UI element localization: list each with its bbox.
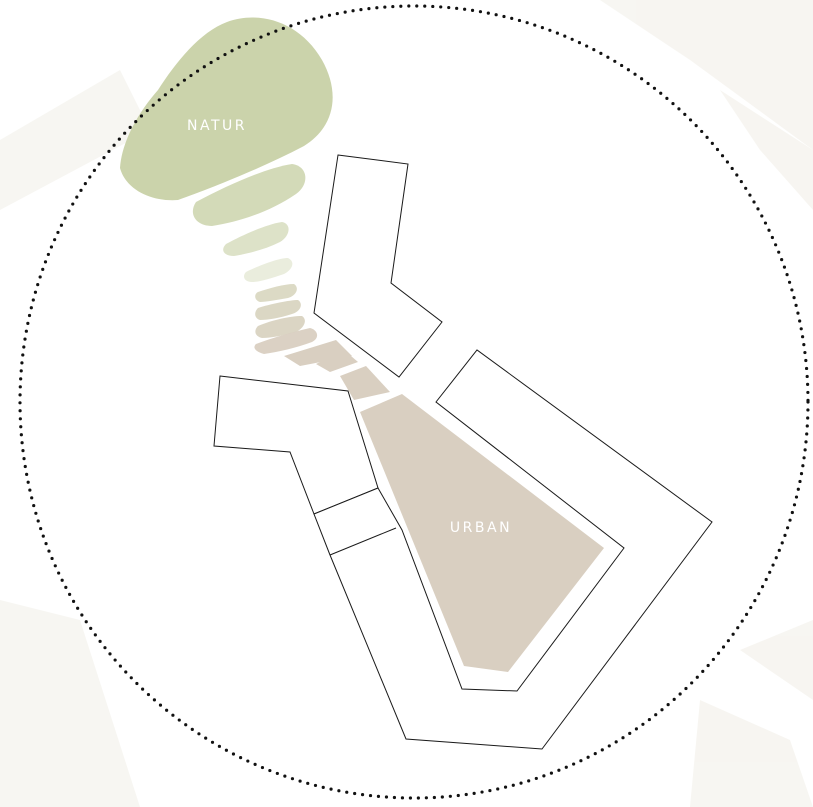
urban-label: URBAN xyxy=(450,520,512,536)
urban-plaza xyxy=(360,394,604,672)
site-boundary-circle xyxy=(18,4,810,800)
bg-shape-4 xyxy=(0,600,140,807)
nature-fragment-2 xyxy=(223,222,289,256)
transition-fragment-4 xyxy=(254,328,318,354)
urban-fragment-2 xyxy=(316,350,358,372)
bg-shape-1 xyxy=(600,0,813,150)
building-outlines xyxy=(213,154,713,750)
urban-fragment-3 xyxy=(340,366,390,400)
bg-shape-6 xyxy=(740,620,813,700)
nature-fragment-1 xyxy=(192,164,306,226)
building-south xyxy=(313,349,713,750)
nature-zone xyxy=(120,17,333,354)
transition-fragment-2 xyxy=(255,300,301,320)
transition-fragment-1 xyxy=(255,284,297,302)
building-north xyxy=(313,154,443,378)
urban-zone xyxy=(284,340,604,672)
nature-fragment-3 xyxy=(244,258,293,282)
urban-fragment-1 xyxy=(284,340,352,366)
building-south-divider xyxy=(329,527,397,556)
bg-shape-3 xyxy=(0,70,150,210)
nature-label: NATUR xyxy=(187,118,247,134)
bg-shape-2 xyxy=(720,90,813,210)
nature-blob xyxy=(120,17,333,201)
bg-shape-5 xyxy=(690,700,813,807)
